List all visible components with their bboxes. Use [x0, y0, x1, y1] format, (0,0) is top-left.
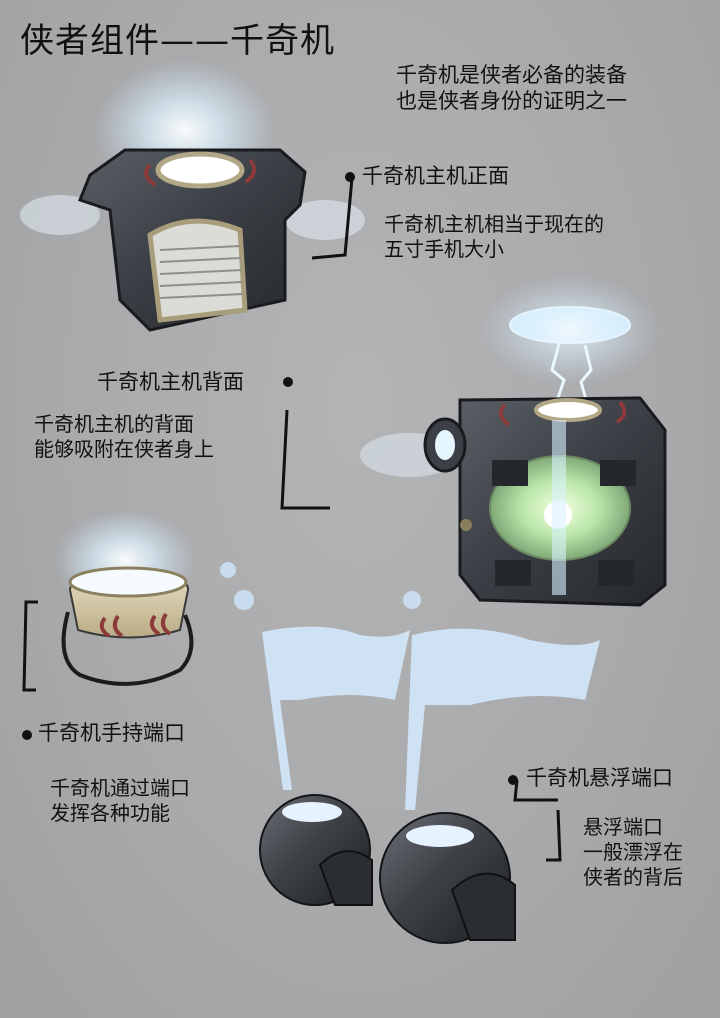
callout-lines — [22, 177, 562, 862]
section-back-text: 千奇机主机的背面 能够吸附在侠者身上 — [34, 412, 214, 461]
section-front-heading: 千奇机主机正面 — [362, 164, 509, 188]
bullet-dot — [22, 730, 32, 740]
front-unit-art — [20, 60, 365, 332]
section-front-text: 千奇机主机相当于现在的 五寸手机大小 — [384, 212, 604, 261]
back-unit-art — [360, 275, 667, 607]
bullet-dot — [508, 775, 518, 785]
bullet-dot — [283, 377, 293, 387]
section-handheld-text: 千奇机通过端口 发挥各种功能 — [50, 776, 190, 825]
page-title: 侠者组件——千奇机 — [20, 21, 335, 61]
intro-text: 千奇机是侠者必备的装备 也是侠者身份的证明之一 — [396, 63, 627, 114]
floating-port-art — [220, 562, 600, 944]
section-floating-text: 悬浮端口 一般漂浮在 侠者的背后 — [583, 815, 683, 889]
section-back-heading: 千奇机主机背面 — [97, 370, 244, 394]
bullet-dot — [345, 172, 355, 182]
handheld-port-art — [55, 510, 195, 686]
section-floating-heading: 千奇机悬浮端口 — [526, 766, 673, 790]
section-handheld-heading: 千奇机手持端口 — [38, 721, 185, 745]
